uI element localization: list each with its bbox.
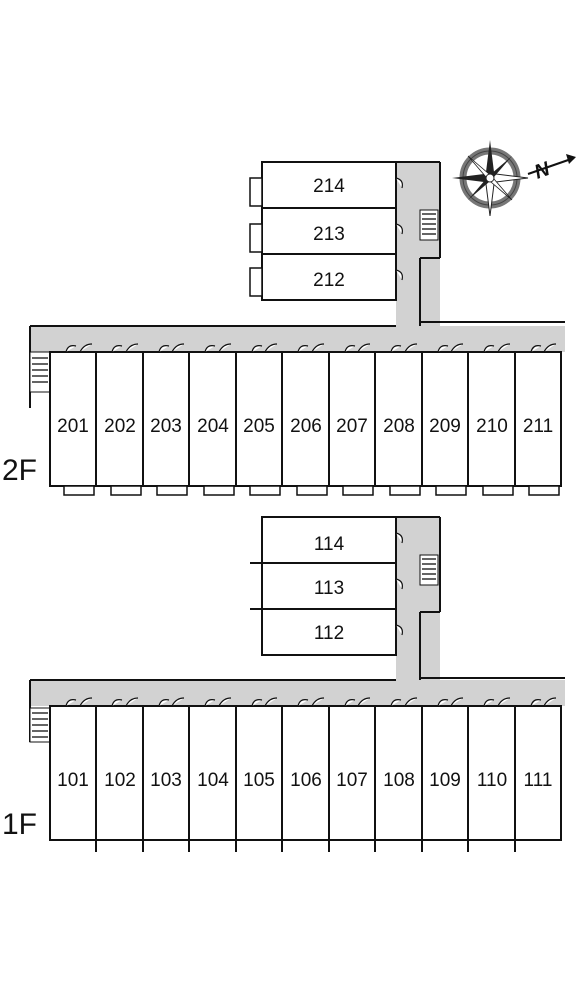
1f-wing-stair-icon bbox=[419, 554, 439, 586]
unit-106-label: 106 bbox=[290, 770, 322, 791]
unit-112-label: 112 bbox=[314, 623, 344, 644]
unit-113-label: 113 bbox=[314, 578, 344, 599]
unit-213-label: 213 bbox=[313, 224, 345, 245]
2f-row-units: 201 202 203 204 205 206 207 208 209 210 … bbox=[49, 343, 562, 496]
floor-label-2f: 2F bbox=[2, 454, 37, 487]
unit-204-label: 204 bbox=[197, 416, 229, 437]
unit-107-label: 107 bbox=[336, 770, 368, 791]
compass-north-letter: N bbox=[532, 158, 554, 184]
unit-108-label: 108 bbox=[383, 770, 415, 791]
unit-205-label: 205 bbox=[243, 416, 275, 437]
unit-207-label: 207 bbox=[336, 416, 368, 437]
1f-row-units: 101 102 103 104 105 106 107 108 109 110 … bbox=[49, 697, 562, 852]
1f-wing-corridor bbox=[396, 516, 441, 682]
unit-214-label: 214 bbox=[313, 176, 345, 197]
2f-stair-icon bbox=[29, 351, 51, 393]
2f-wing-corridor bbox=[396, 161, 441, 327]
unit-201-label: 201 bbox=[57, 416, 89, 437]
unit-109-label: 109 bbox=[429, 770, 461, 791]
compass-rose-icon bbox=[452, 140, 576, 217]
unit-114-label: 114 bbox=[314, 534, 345, 555]
unit-105-label: 105 bbox=[243, 770, 275, 791]
2f-wing-stair-icon bbox=[419, 209, 439, 241]
unit-104-label: 104 bbox=[197, 770, 229, 791]
unit-211-label: 211 bbox=[523, 416, 553, 437]
1f-wing-units: 114 113 112 bbox=[250, 516, 403, 656]
floor-label-1f: 1F bbox=[2, 808, 37, 841]
1f-stair-icon bbox=[29, 707, 51, 743]
unit-209-label: 209 bbox=[429, 416, 461, 437]
unit-206-label: 206 bbox=[290, 416, 322, 437]
unit-203-label: 203 bbox=[150, 416, 182, 437]
2f-wing-units: 214 213 212 bbox=[249, 161, 403, 301]
unit-111-label: 111 bbox=[524, 770, 553, 791]
unit-210-label: 210 bbox=[476, 416, 508, 437]
unit-208-label: 208 bbox=[383, 416, 415, 437]
unit-101-label: 101 bbox=[57, 770, 89, 791]
unit-212-label: 212 bbox=[313, 270, 345, 291]
unit-110-label: 110 bbox=[477, 770, 507, 791]
unit-102-label: 102 bbox=[104, 770, 136, 791]
unit-103-label: 103 bbox=[150, 770, 182, 791]
unit-202-label: 202 bbox=[104, 416, 136, 437]
